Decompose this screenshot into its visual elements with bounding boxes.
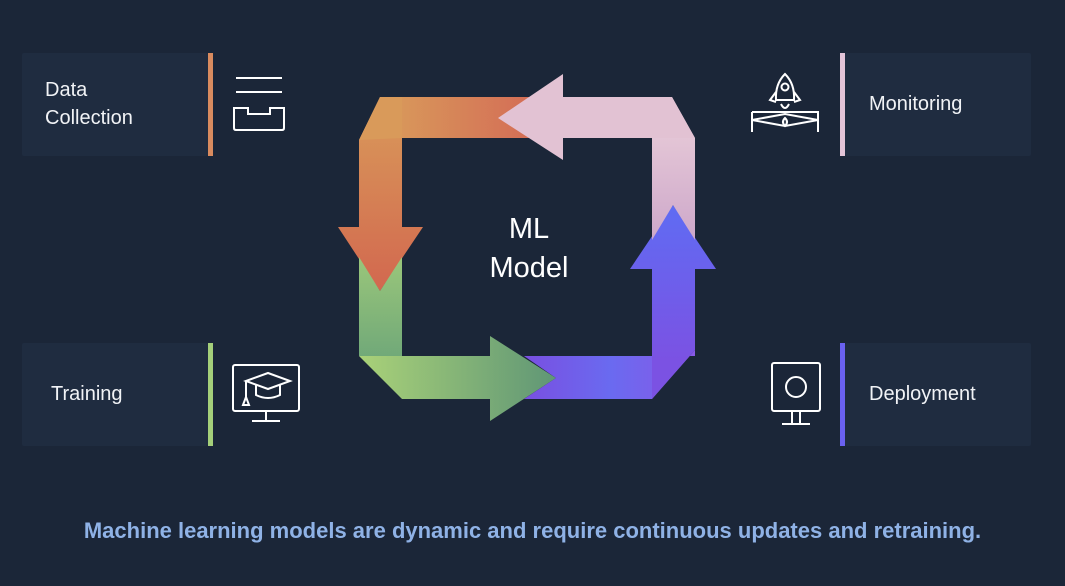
data-collection-label: Data Collection: [45, 79, 133, 129]
ml-model-line2: Model: [489, 252, 569, 284]
training-accent: [208, 343, 213, 446]
deployment-accent: [840, 343, 845, 446]
right-up-arrow: [630, 205, 716, 399]
right-upper-band: [652, 138, 695, 240]
monitoring-card: Monitoring: [845, 53, 1031, 156]
deployment-label: Deployment: [869, 383, 976, 405]
inbox-tray-icon: [233, 77, 285, 131]
data-collection-card: Data Collection: [22, 53, 208, 156]
ml-model-line1: ML: [508, 213, 550, 245]
monitoring-accent: [840, 53, 845, 156]
left-down-arrow: [338, 97, 423, 291]
caption-text: Machine learning models are dynamic and …: [83, 518, 982, 543]
left-lower-band: [359, 257, 402, 356]
data-collection-accent: [208, 53, 213, 156]
corner-top-left: [359, 97, 402, 140]
top-left-arrow: [498, 74, 695, 160]
monitoring-label: Monitoring: [869, 93, 963, 115]
bottom-right-arrow: [359, 336, 556, 421]
training-label: Training: [51, 383, 123, 405]
training-card: Training: [22, 343, 208, 446]
ml-model-label: ML Model: [468, 210, 590, 288]
corner-top-right: [652, 97, 695, 138]
deployment-card: Deployment: [845, 343, 1031, 446]
kiosk-screen-icon: [771, 362, 821, 425]
rocket-launch-icon: [751, 72, 819, 132]
monitor-graduation-cap-icon: [232, 364, 300, 422]
